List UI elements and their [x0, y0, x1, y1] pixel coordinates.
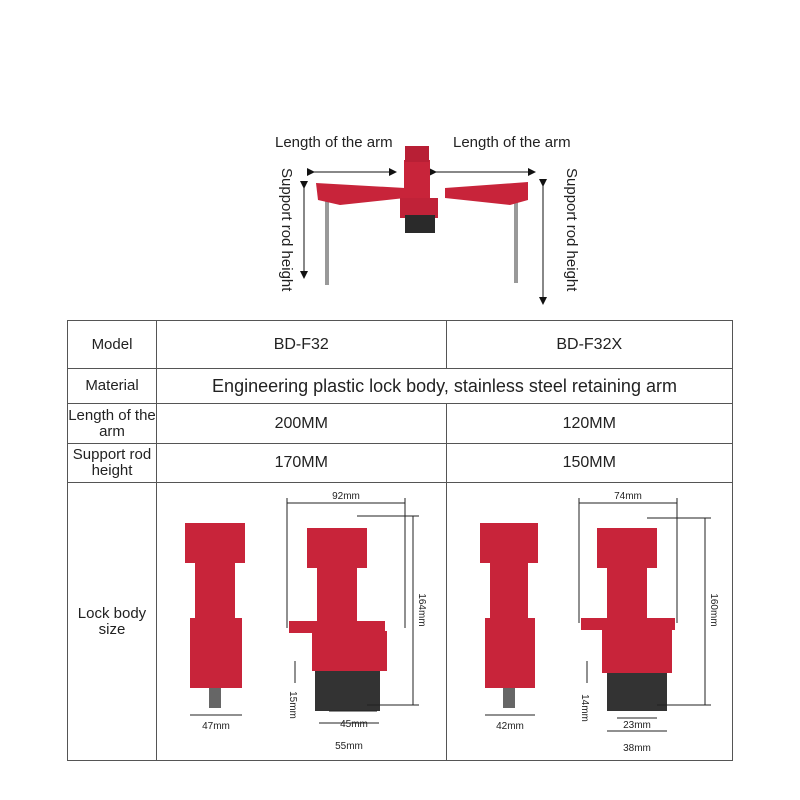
lock-body-f32: 92mm 164mm 47mm 15mm 45mm 55mm	[156, 482, 447, 761]
arm-label-left: Length of the arm	[275, 134, 393, 151]
model-f32: BD-F32	[156, 320, 447, 369]
arm-label-right: Length of the arm	[453, 134, 571, 151]
row-label-lock-body-size: Lock body size	[67, 482, 157, 761]
dim-f32-gap: 15mm	[287, 691, 298, 719]
dim-f32-base: 55mm	[335, 741, 363, 752]
dim-f32x-side: 42mm	[496, 721, 524, 732]
arm-length-f32: 200MM	[156, 403, 447, 444]
spec-table: Model BD-F32 BD-F32X Material Engineerin…	[67, 320, 733, 761]
row-label-material: Material	[67, 368, 157, 404]
row-label-arm-length: Length of the arm	[67, 403, 157, 444]
model-f32x: BD-F32X	[445, 320, 733, 369]
dim-f32-inner: 45mm	[340, 719, 368, 730]
rod-height-f32x: 150MM	[445, 443, 733, 483]
dim-f32x-inner: 23mm	[623, 720, 651, 731]
lock-body-f32-drawing: 92mm 164mm 47mm 15mm 45mm 55mm	[185, 491, 427, 752]
row-label-rod-height: Support rod height	[67, 443, 157, 483]
dim-f32-side: 47mm	[202, 721, 230, 732]
rod-height-f32: 170MM	[156, 443, 447, 483]
lockout-device-illustration	[300, 146, 547, 305]
dim-f32x-base: 38mm	[623, 743, 651, 754]
dim-f32-height: 164mm	[416, 593, 427, 626]
dim-f32x-height: 160mm	[708, 593, 719, 626]
material-value: Engineering plastic lock body, stainless…	[156, 368, 733, 404]
lock-body-f32x-drawing: 74mm 160mm 42mm 14mm 23mm 38mm	[479, 491, 719, 754]
lock-body-f32x: 74mm 160mm 42mm 14mm 23mm 38mm	[445, 482, 733, 761]
row-label-model: Model	[67, 320, 157, 369]
dim-f32-width: 92mm	[332, 491, 360, 502]
arm-length-f32x: 120MM	[445, 403, 733, 444]
dim-f32x-width: 74mm	[614, 491, 642, 502]
dim-f32x-gap: 14mm	[579, 694, 590, 722]
